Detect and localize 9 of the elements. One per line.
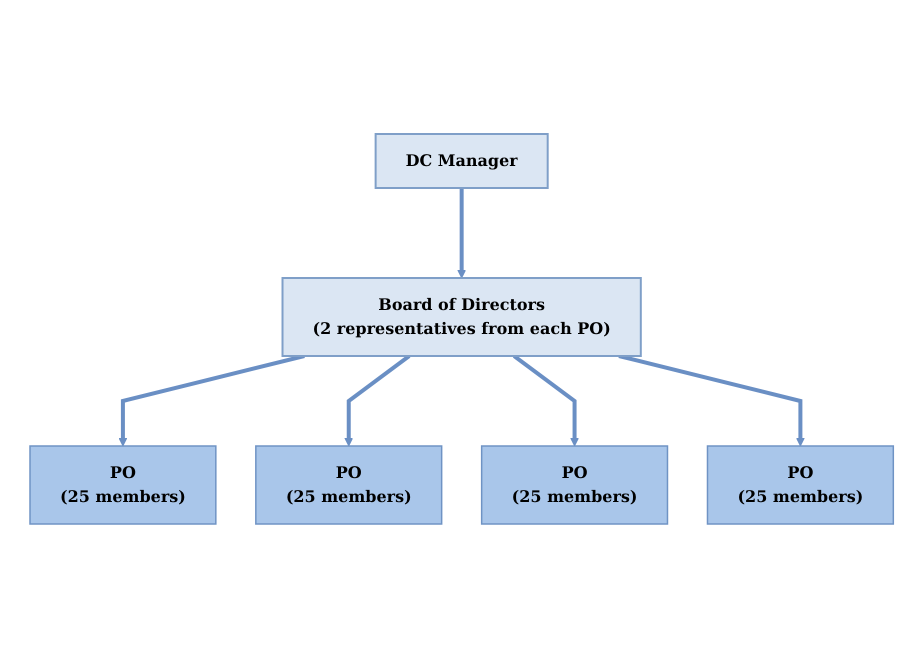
node-box: PO (25 members): [255, 445, 443, 525]
arrow: [618, 354, 806, 446]
node-box: PO (25 members): [707, 445, 894, 525]
node-box: Board of Directors (2 representatives from each PO): [282, 277, 642, 357]
arrow: [118, 354, 306, 446]
arrow: [458, 188, 466, 278]
node-box: PO (25 members): [481, 445, 669, 525]
node-box: PO (25 members): [30, 445, 217, 525]
node-box: DC Manager: [374, 133, 550, 189]
